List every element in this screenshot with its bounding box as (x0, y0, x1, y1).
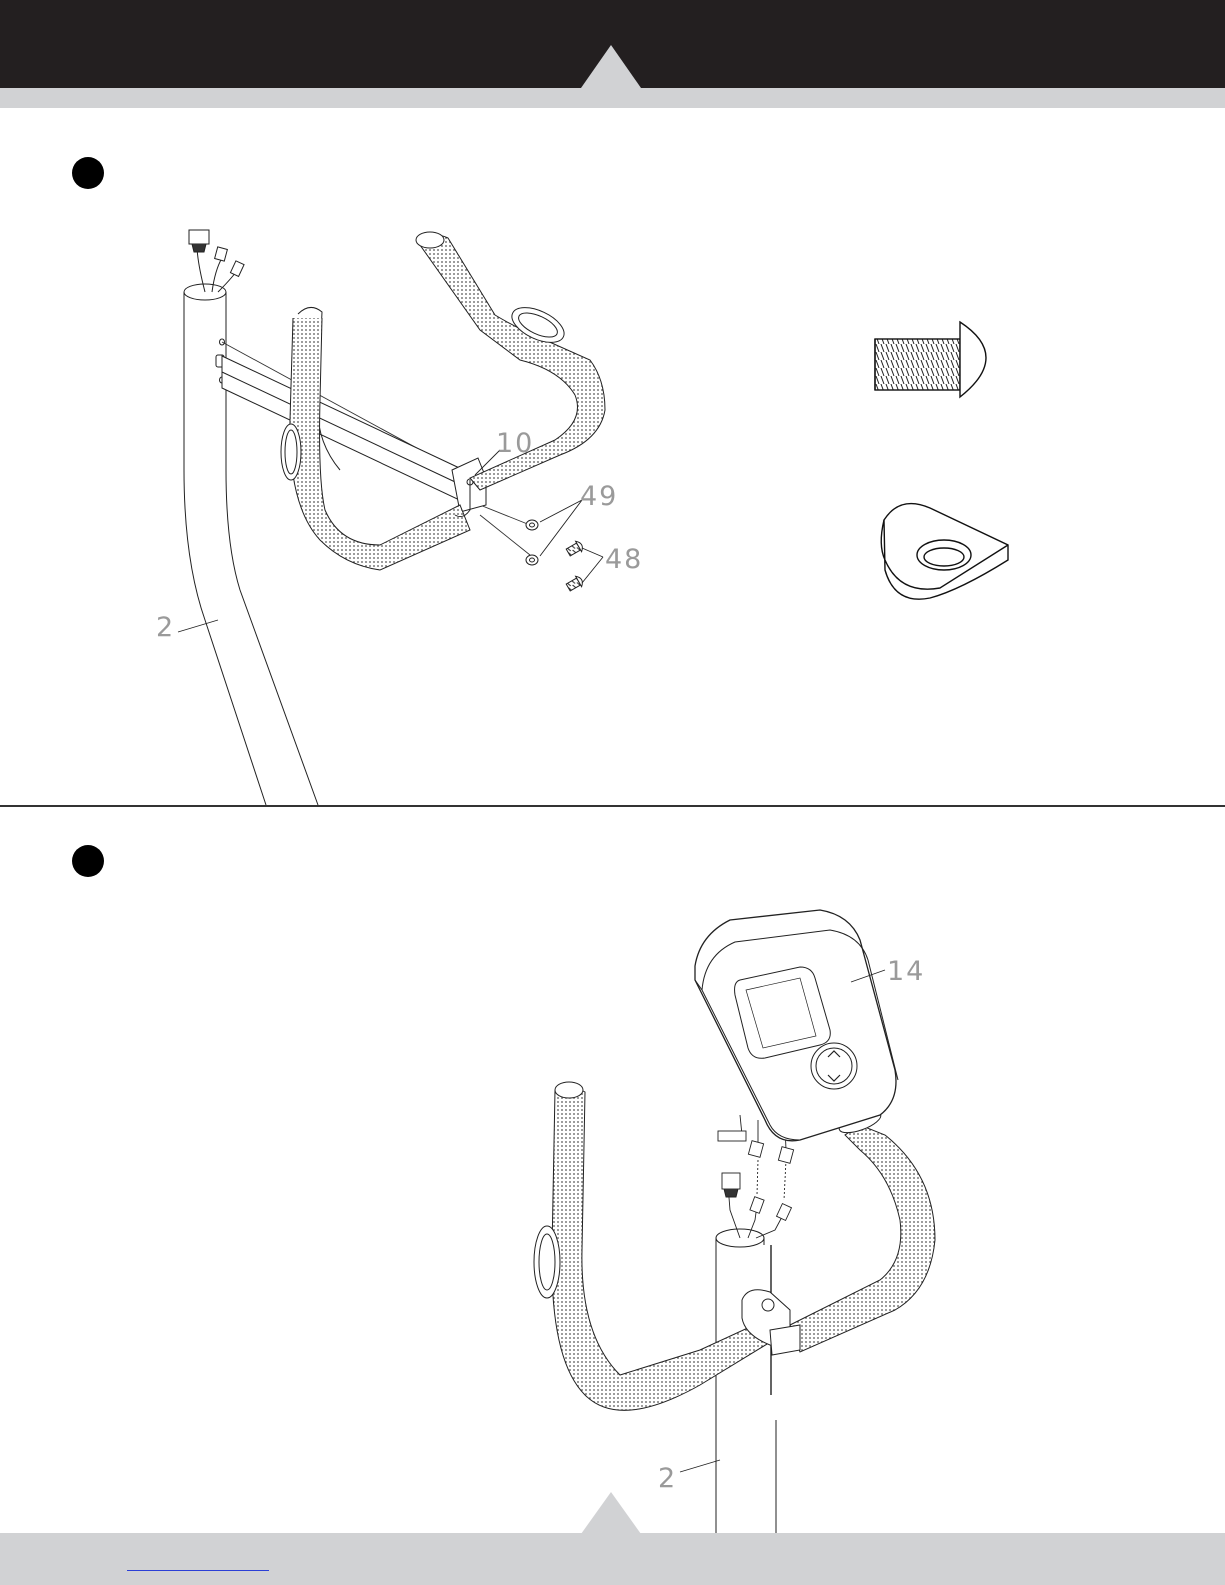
callout-14: 14 (887, 956, 925, 987)
upright-tube-step1 (184, 230, 318, 805)
upright-tube-step2 (716, 1229, 776, 1533)
callout-48: 48 (605, 544, 643, 575)
footer-link-underline[interactable] (127, 1570, 269, 1571)
step2-diagram (534, 910, 935, 1533)
hardware-step1 (526, 520, 585, 593)
callout-49: 49 (580, 481, 618, 512)
footer-notch (0, 1490, 1225, 1535)
callout-2-step1: 2 (156, 612, 175, 643)
console-step2 (695, 910, 898, 1141)
washer-closeup (881, 504, 1008, 600)
step1-diagram (178, 230, 605, 805)
footer-band (0, 1533, 1225, 1585)
callout-10: 10 (496, 428, 534, 459)
handlebar-step1 (222, 232, 605, 570)
bolt-closeup (875, 322, 986, 397)
